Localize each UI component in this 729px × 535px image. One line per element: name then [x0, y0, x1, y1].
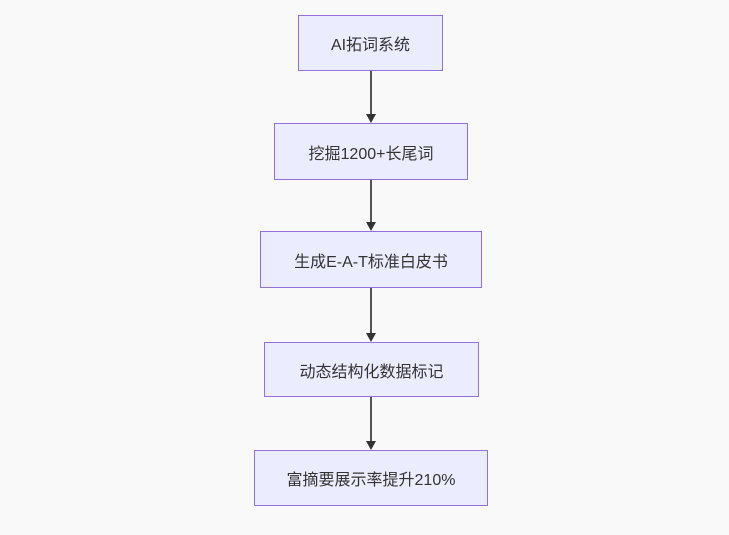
arrow-down-icon — [365, 71, 377, 123]
flowchart-node-longtail-mining: 挖掘1200+长尾词 — [274, 123, 468, 180]
arrowhead-icon — [366, 333, 376, 342]
flowchart-node-eat-whitepaper: 生成E-A-T标准白皮书 — [260, 231, 482, 288]
node-label: 富摘要展示率提升210% — [286, 472, 456, 489]
flowchart-node-rich-snippet-result: 富摘要展示率提升210% — [254, 450, 488, 506]
arrowhead-icon — [366, 441, 376, 450]
arrow-line — [370, 71, 372, 114]
node-label: 挖掘1200+长尾词 — [308, 145, 434, 163]
arrow-down-icon — [365, 288, 377, 342]
flowchart-node-structured-data-markup: 动态结构化数据标记 — [264, 342, 479, 397]
arrow-line — [370, 397, 372, 441]
node-label: 动态结构化数据标记 — [299, 363, 444, 381]
node-label: AI拓词系统 — [330, 37, 411, 54]
arrowhead-icon — [366, 114, 376, 123]
arrowhead-icon — [366, 222, 376, 231]
arrow-line — [370, 288, 372, 333]
arrow-down-icon — [365, 180, 377, 231]
flowchart-node-ai-word-expansion: AI拓词系统 — [298, 15, 443, 71]
arrow-down-icon — [365, 397, 377, 450]
arrow-line — [370, 180, 372, 222]
node-label: 生成E-A-T标准白皮书 — [294, 253, 448, 271]
